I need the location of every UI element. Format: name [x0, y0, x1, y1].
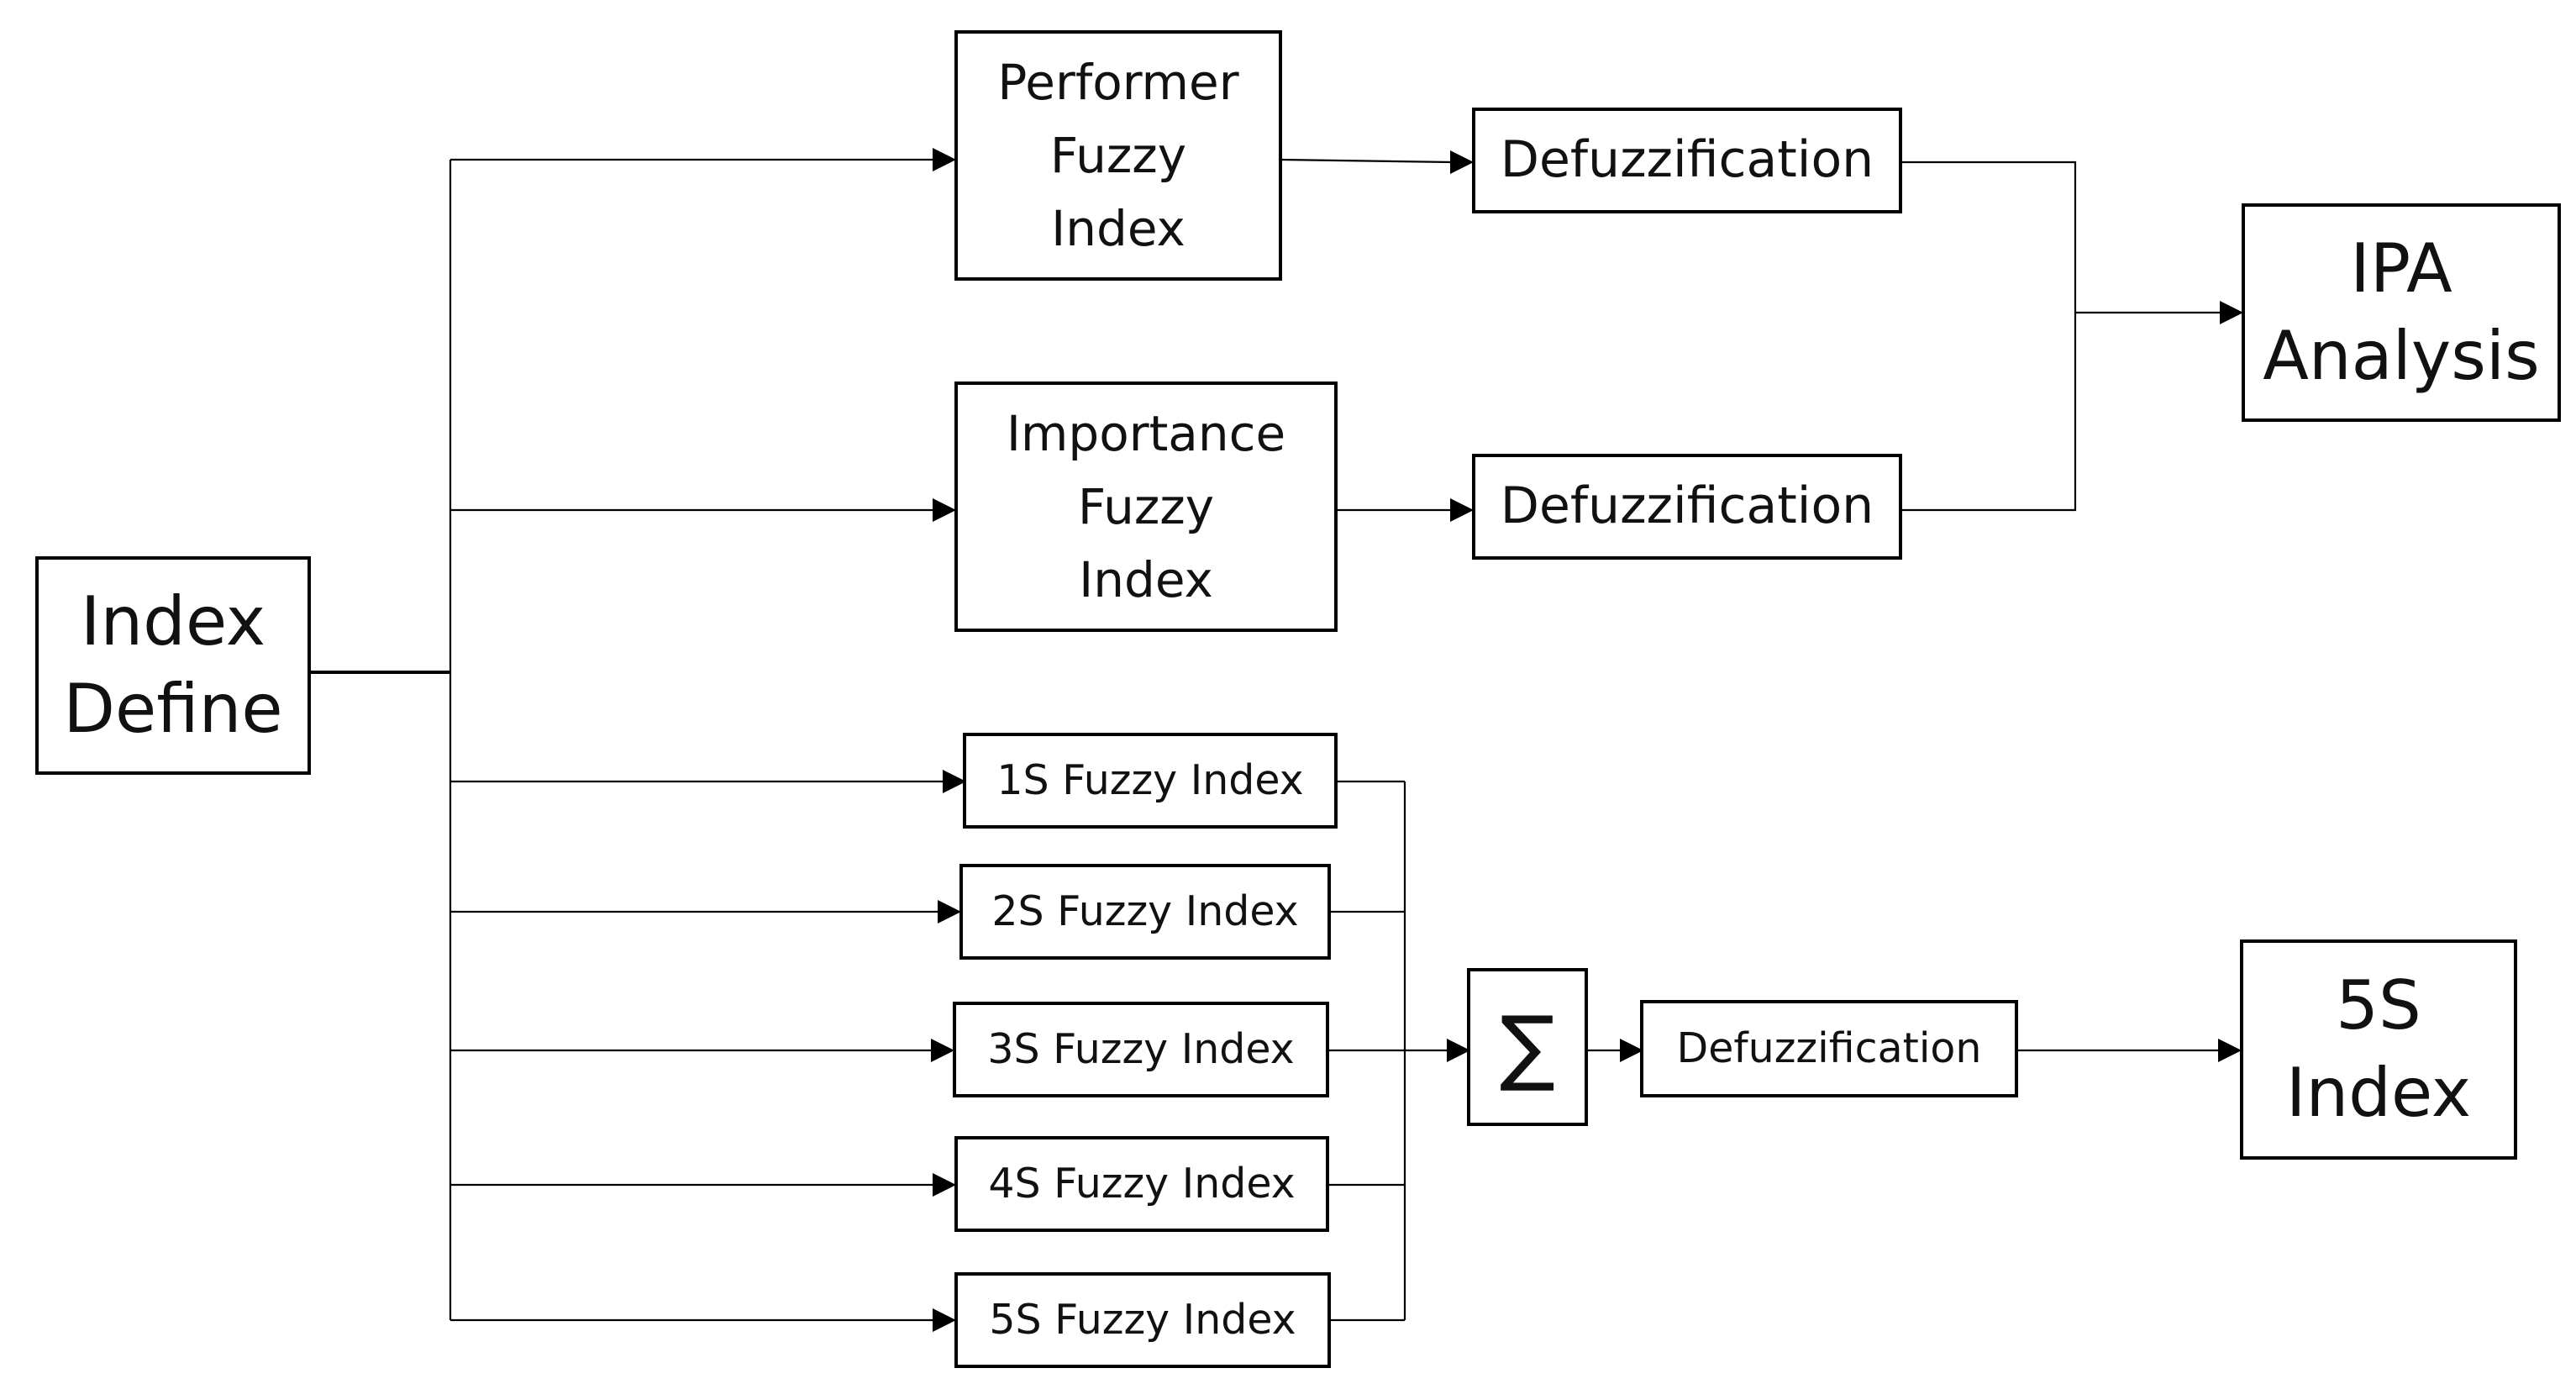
edge-performer-to-defuzzification [1278, 158, 1453, 164]
arrowhead-defuzzification-performer [1450, 150, 1474, 174]
arrowhead-1s-fuzzy-index [943, 770, 966, 793]
edge-defuzzification-performer-to-merge [1900, 161, 2077, 512]
arrowhead-4s-fuzzy-index [933, 1173, 956, 1197]
arrowhead-ipa-analysis [2220, 301, 2243, 324]
node-4s-fuzzy-index: 4S Fuzzy Index [954, 1136, 1329, 1232]
node-3s-fuzzy-index: 3S Fuzzy Index [953, 1002, 1329, 1097]
node-index-define: Index Define [35, 556, 311, 775]
arrowhead-5s-fuzzy-index [933, 1308, 956, 1332]
node-defuzzification-sum: Defuzzification [1640, 1000, 2018, 1097]
node-importance-fuzzy-index: Importance Fuzzy Index [954, 382, 1338, 632]
node-ipa-analysis: IPA Analysis [2242, 203, 2561, 422]
node-5s-fuzzy-index: 5S Fuzzy Index [954, 1272, 1331, 1368]
arrowhead-5s-index [2218, 1039, 2242, 1062]
arrowhead-performer-fuzzy-index [933, 148, 956, 171]
arrowhead-importance-fuzzy-index [933, 498, 956, 522]
node-1s-fuzzy-index: 1S Fuzzy Index [963, 733, 1338, 829]
node-2s-fuzzy-index: 2S Fuzzy Index [959, 864, 1331, 960]
node-performer-fuzzy-index: Performer Fuzzy Index [954, 30, 1282, 281]
node-defuzzification-performer: Defuzzification [1472, 108, 1902, 213]
node-5s-index: 5S Index [2240, 939, 2517, 1160]
arrowhead-3s-fuzzy-index [931, 1039, 954, 1062]
arrowhead-sum [1447, 1039, 1470, 1062]
arrowhead-2s-fuzzy-index [938, 900, 961, 924]
node-defuzzification-importance: Defuzzification [1472, 454, 1902, 560]
arrowhead-defuzzification-sum [1620, 1039, 1643, 1062]
node-sum-sigma-icon: ∑ [1467, 968, 1588, 1126]
arrowhead-defuzzification-importance [1450, 498, 1474, 522]
